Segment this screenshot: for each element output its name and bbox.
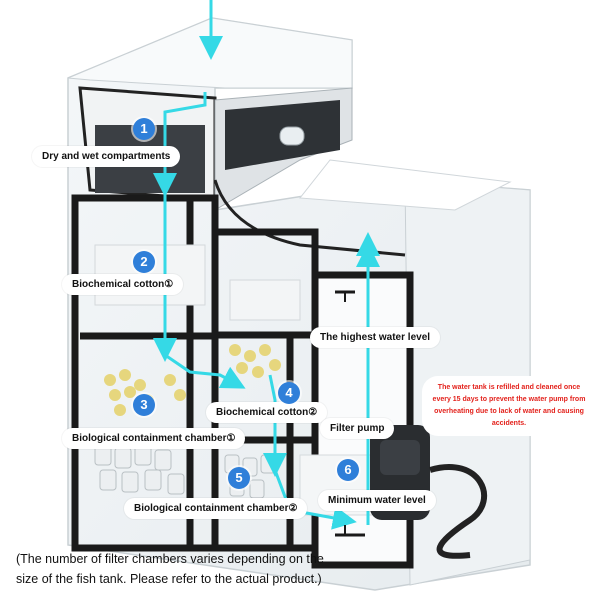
step-badge-3: 3 [133,394,155,416]
step-badge-4: 4 [278,382,300,404]
biochemical-cotton-2-label: Biochemical cotton② [206,402,328,423]
biological-chamber-1-label: Biological containment chamber① [62,428,246,449]
step-badge-1: 1 [133,118,155,140]
dry-wet-compartments-label: Dry and wet compartments [32,146,181,167]
step-badge-6: 6 [337,459,359,481]
water-level-marks [335,290,365,537]
biochemical-cotton-1-label: Biochemical cotton① [62,274,184,295]
highest-water-level-label: The highest water level [310,327,441,348]
step-badge-2: 2 [133,251,155,273]
footer-line-1: (The number of filter chambers varies de… [16,552,324,566]
footer-line-2: size of the fish tank. Please refer to t… [16,572,322,586]
minimum-water-level-label: Minimum water level [318,490,436,511]
filter-pump-label: Filter pump [320,418,395,439]
biological-chamber-2-label: Biological containment chamber② [124,498,308,519]
step-badge-5: 5 [228,467,250,489]
footer-note: (The number of filter chambers varies de… [16,549,376,589]
warning-note: The water tank is refilled and cleaned o… [422,376,596,436]
